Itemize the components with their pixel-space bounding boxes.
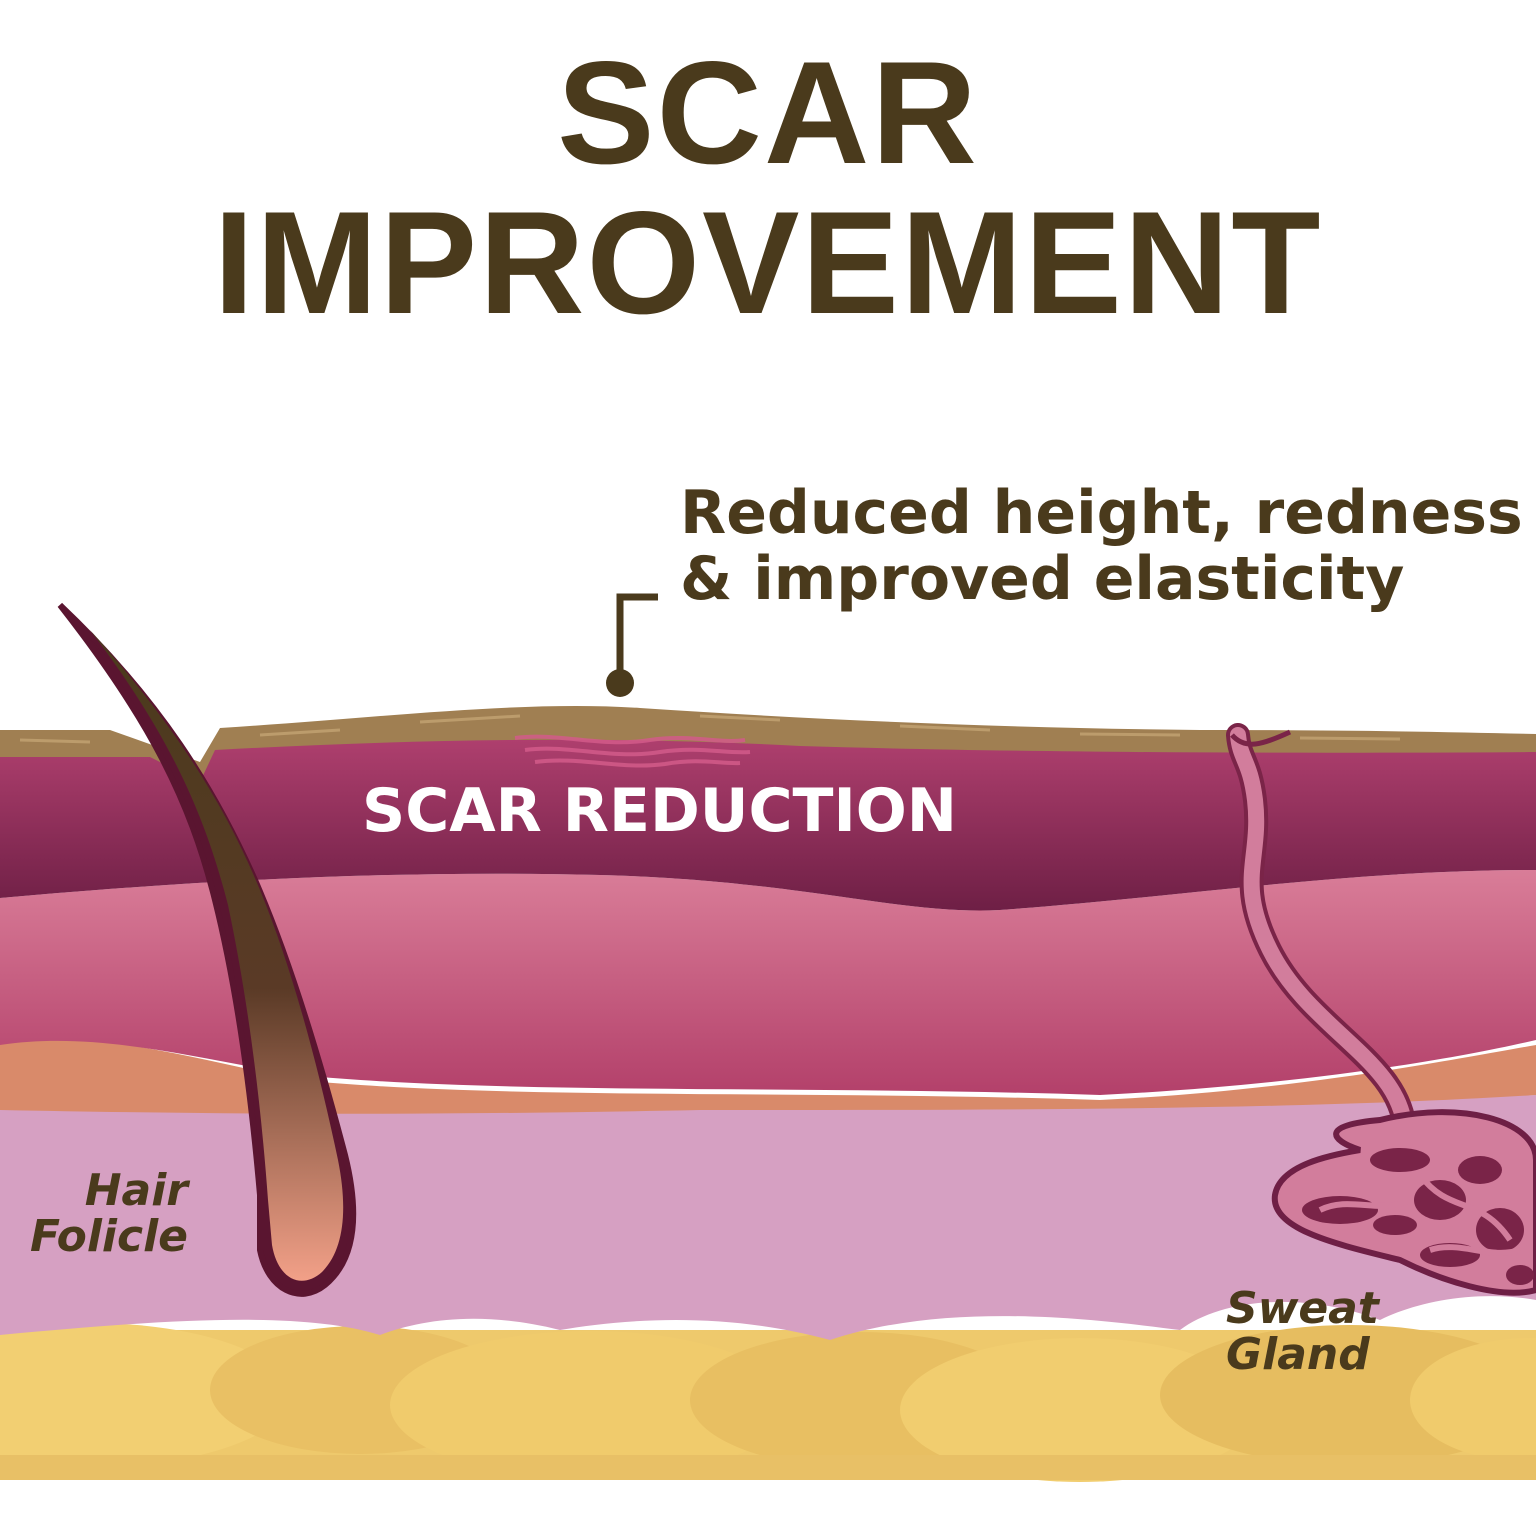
callout-line-2: & improved elasticity xyxy=(680,544,1405,614)
page-title: SCAR IMPROVEMENT xyxy=(213,31,1323,344)
hair-follicle-label: Hair Folicle xyxy=(20,1168,188,1260)
hair-label-line-2: Folicle xyxy=(29,1211,188,1262)
epidermis-layer xyxy=(0,706,1536,782)
callout-pointer-icon xyxy=(606,593,658,697)
hair-label-line-1: Hair xyxy=(84,1165,188,1216)
scar-tissue-lines xyxy=(514,734,751,768)
sweat-gland-icon xyxy=(1226,723,1536,1296)
orange-band xyxy=(0,1038,1536,1114)
scar-layer xyxy=(0,734,1536,911)
dermis-layer xyxy=(0,870,1536,1095)
hypodermis-layer xyxy=(0,1085,1536,1340)
fat-layer xyxy=(0,1323,1536,1482)
sweat-gland-label: Sweat Gland xyxy=(1226,1286,1426,1378)
scar-reduction-label: SCAR REDUCTION xyxy=(362,776,957,846)
callout-text: Reduced height, redness & improved elast… xyxy=(680,478,1523,614)
sweat-label-line-2: Gland xyxy=(1226,1329,1370,1380)
sweat-label-line-1: Sweat xyxy=(1226,1283,1379,1334)
hair-follicle-icon xyxy=(57,602,357,1297)
callout-line-1: Reduced height, redness xyxy=(680,478,1523,548)
